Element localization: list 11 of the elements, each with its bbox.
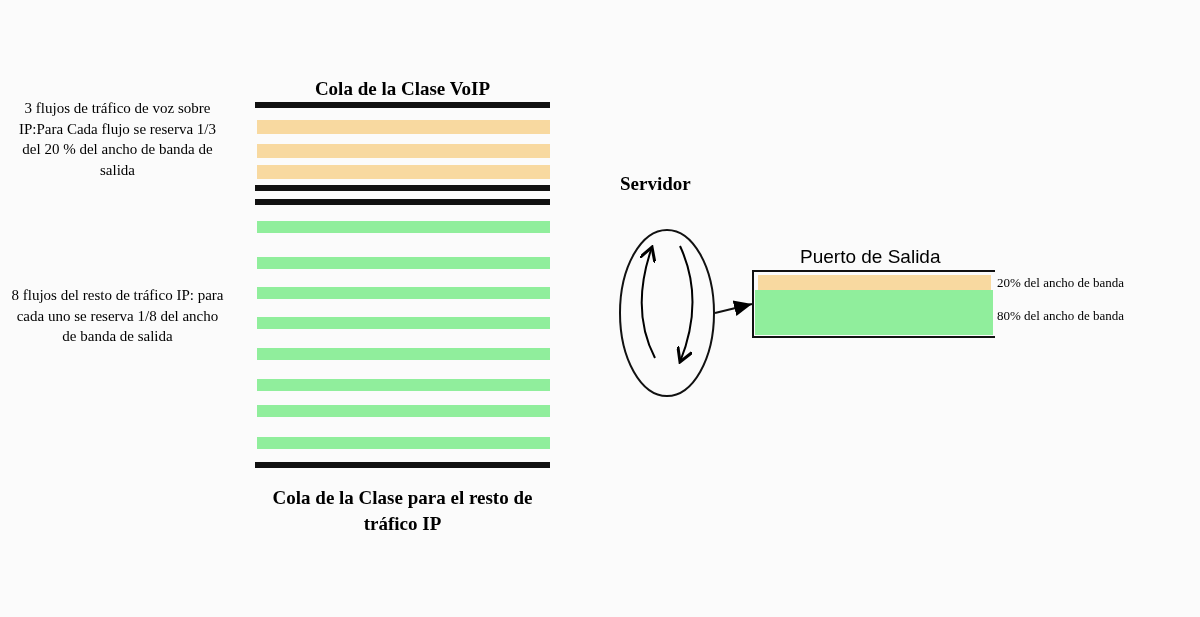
- description-text: 8 flujos del resto de tráfico IP: para cada uno se reserva 1/8 del ancho de banda de salida: [10, 286, 225, 347]
- server-ellipse: [619, 229, 715, 397]
- bandwidth-label: 20% del ancho de banda: [997, 274, 1125, 292]
- output-port-box: [752, 270, 996, 338]
- queue-title: Cola de la Clase para el resto de tráfico IP: [271, 486, 534, 537]
- description-text: 3 flujos de tráfico de voz sobre IP:Para Cada flujo se reserva 1/3 del 20 % del ancho de banda de salida: [18, 99, 217, 180]
- port-label: Puerto de Salida: [800, 245, 941, 269]
- bandwidth-label: 80% del ancho de banda: [997, 307, 1125, 325]
- arrow: [714, 300, 753, 317]
- queue-title: Cola de la Clase VoIP: [313, 77, 492, 101]
- server-label: Servidor: [620, 172, 691, 196]
